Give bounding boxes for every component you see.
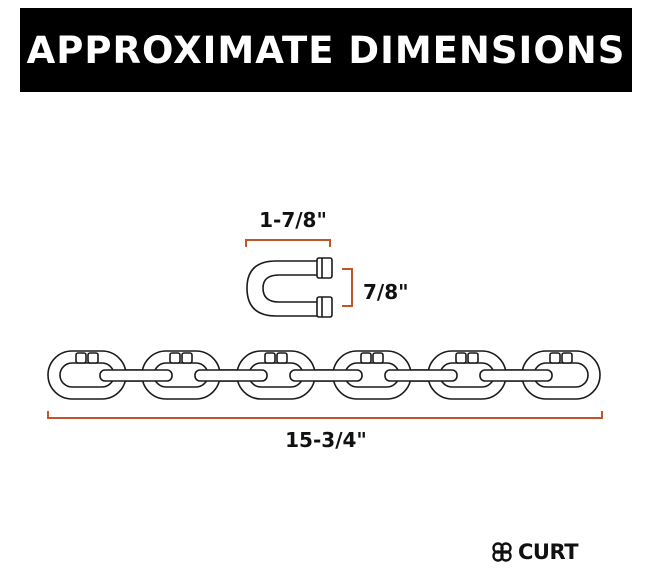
brand-logo: CURT: [490, 540, 579, 564]
length-dimension-label: 15-3/4": [285, 428, 367, 452]
title-banner: APPROXIMATE DIMENSIONS: [20, 8, 632, 92]
width-dimension-line: [245, 239, 331, 247]
chain-link: [141, 350, 221, 400]
curt-logo-icon: [492, 542, 512, 562]
chain-drawing: [47, 350, 601, 400]
height-dimension-line: [342, 268, 353, 307]
height-dimension-label: 7/8": [363, 280, 409, 304]
page-title: APPROXIMATE DIMENSIONS: [26, 28, 626, 72]
length-dimension-line: [47, 411, 603, 419]
brand-name: CURT: [518, 540, 579, 564]
chain-link: [47, 350, 127, 400]
width-dimension-label: 1-7/8": [259, 208, 327, 232]
connector-link-drawing: [246, 257, 333, 318]
